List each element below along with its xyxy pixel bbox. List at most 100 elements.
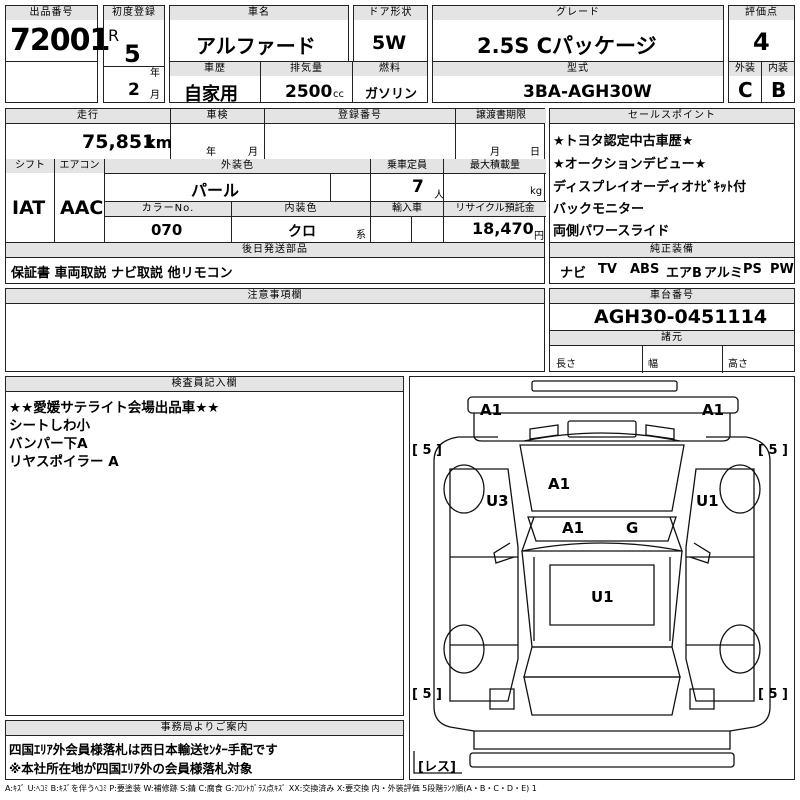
- sales-point: ★トヨタ認定中古車歴★: [553, 134, 694, 149]
- dimension-height: 高さ: [728, 359, 748, 370]
- spare-tire: [レス]: [418, 760, 456, 775]
- int-color-label: 内装色: [232, 202, 370, 216]
- displacement-label: 排気量: [261, 62, 352, 76]
- legend: A:ｷｽﾞ U:ﾍｺﾐ B:ｷｽﾞを伴うﾍｺﾐ P:要塗装 W:補修跡 S:錆 …: [5, 784, 537, 793]
- first-registration-box: 初度登録 R 5 年 2 月: [103, 5, 165, 103]
- color-no-label: カラーNo.: [105, 202, 231, 216]
- later-parts: 保証書 車両取説 ナビ取説 他リモコン: [11, 266, 233, 281]
- lot-blank-box: [5, 61, 98, 103]
- lot-number-box: 出品番号 72001: [5, 5, 110, 62]
- registration-number-label: 登録番号: [265, 109, 455, 123]
- transfer-month-unit: 月: [490, 147, 500, 158]
- score: 4: [753, 28, 770, 56]
- mark-roof: U1: [591, 588, 614, 606]
- door-type: 5W: [372, 32, 407, 54]
- interior-grade-label: 内装: [762, 62, 794, 76]
- inspector-note: リヤスポイラー A: [9, 454, 119, 470]
- car-name-box: 車名 アルファード: [169, 5, 349, 62]
- exterior-grade-label: 外装: [729, 62, 761, 76]
- sales-points-box: セールスポイント ★トヨタ認定中古車歴★ ★オークションデビュー★ ディスプレイ…: [549, 108, 795, 284]
- transfer-day-unit: 日: [530, 147, 540, 158]
- aircon-label: エアコン: [55, 159, 104, 173]
- lot-number: 72001: [10, 23, 110, 58]
- mark-hood: A1: [548, 475, 570, 493]
- car-outline: [413, 380, 771, 774]
- mark-front-right: A1: [702, 401, 724, 419]
- fuel-box: 燃料 ガソリン: [352, 61, 428, 103]
- door-type-label: ドア形状: [354, 6, 427, 20]
- aircon: AAC: [60, 197, 104, 219]
- inspection-month-unit: 月: [248, 147, 258, 158]
- office-notes-label: 事務局よりご案内: [6, 721, 403, 735]
- inspection-label: 車検: [171, 109, 264, 123]
- grade: 2.5S Cパッケージ: [477, 34, 657, 58]
- month-unit: 月: [150, 90, 160, 101]
- color-no: 070: [151, 221, 183, 239]
- dimensions-label: 諸元: [550, 331, 794, 345]
- recycle-label: リサイクル預託金: [444, 202, 546, 216]
- registration-year: 5: [124, 40, 141, 68]
- dimension-length: 長さ: [556, 359, 576, 370]
- fuel: ガソリン: [365, 87, 418, 102]
- inspector-note: ★★愛媛サテライト会場出品車★★: [9, 400, 220, 416]
- sales-point: 両側パワースライド: [553, 224, 670, 239]
- mark-left-side: U3: [486, 492, 509, 510]
- genuine-equipment-item: ナビ: [560, 266, 587, 281]
- chassis-box: 車台番号 AGH30-0451114 諸元 長さ 幅 高さ: [549, 288, 795, 373]
- tire-rear-left: [ 5 ]: [412, 687, 442, 702]
- tire-rear-right: [ 5 ]: [758, 687, 788, 702]
- model: 3BA-AGH30W: [523, 82, 652, 102]
- tire-front-right: [ 5 ]: [758, 443, 788, 458]
- genuine-equipment-item: PS: [743, 262, 762, 277]
- displacement-unit: cc: [333, 89, 344, 100]
- details-block: 走行 車検 登録番号 譲渡書期限 75,851 km 年 月 月 日 シフト エ…: [5, 108, 546, 284]
- model-box: 型式 3BA-AGH30W: [432, 61, 724, 103]
- genuine-equipment-label: 純正装備: [550, 243, 794, 257]
- registration-month: 2: [128, 80, 140, 100]
- displacement: 2500: [285, 82, 333, 102]
- genuine-equipment-item: エアB: [666, 266, 702, 281]
- capacity-unit: 人: [434, 190, 444, 201]
- sales-point: ★オークションデビュー★: [553, 157, 707, 172]
- office-note: 四国ｴﾘｱ外会員様落札は西日本輸送ｾﾝﾀｰ手配です: [9, 742, 278, 757]
- genuine-equipment-item: TV: [598, 262, 617, 277]
- sales-points-label: セールスポイント: [550, 109, 794, 123]
- office-note: ※本社所在地が四国ｴﾘｱ外の会員様落札対象: [9, 761, 253, 776]
- genuine-equipment-item: ABS: [630, 262, 660, 277]
- mark-windshield: A1: [562, 519, 584, 537]
- first-registration-label: 初度登録: [104, 6, 164, 20]
- model-label: 型式: [433, 62, 723, 76]
- mileage: 75,851: [82, 131, 156, 153]
- car-diagram-box: A1 A1 A1 U3 U1 A1 G U1 [ 5 ] [ 5 ] [ 5 ]…: [409, 376, 795, 780]
- fuel-label: 燃料: [353, 62, 427, 76]
- inspector-note: シートしわ小: [9, 418, 90, 434]
- max-load-unit: kg: [530, 186, 543, 197]
- sales-point: バックモニター: [553, 202, 645, 217]
- import-label: 輸入車: [371, 202, 443, 216]
- displacement-box: 排気量 2500 cc: [260, 61, 353, 103]
- genuine-equipment-item: PW: [770, 262, 794, 277]
- chassis-number: AGH30-0451114: [594, 306, 768, 328]
- history-box: 車歴 自家用: [169, 61, 261, 105]
- genuine-equipment-item: アルミ: [704, 266, 743, 281]
- inspection-year-unit: 年: [206, 147, 216, 158]
- capacity-label: 乗車定員: [371, 159, 443, 173]
- mileage-label: 走行: [6, 109, 170, 123]
- door-type-box: ドア形状 5W: [353, 5, 428, 62]
- chassis-number-label: 車台番号: [550, 289, 794, 303]
- ext-color: パール: [191, 181, 240, 200]
- score-box: 評価点 4: [728, 5, 795, 62]
- inspector-notes-box: 検査員記入欄 ★★愛媛サテライト会場出品車★★ シートしわ小 バンパー下A リヤ…: [5, 376, 404, 716]
- year-unit: 年: [150, 68, 160, 79]
- mark-windshield-g: G: [626, 519, 638, 537]
- int-color: クロ: [288, 224, 316, 240]
- ext-color-label: 外装色: [105, 159, 370, 173]
- later-parts-label: 後日発送部品: [6, 243, 544, 257]
- era-letter: R: [108, 26, 120, 45]
- inspector-note: バンパー下A: [9, 436, 88, 452]
- office-notes-box: 事務局よりご案内 四国ｴﾘｱ外会員様落札は西日本輸送ｾﾝﾀｰ手配です ※本社所在…: [5, 720, 404, 780]
- dimension-width: 幅: [648, 359, 658, 370]
- capacity: 7: [412, 177, 424, 197]
- inspector-notes-label: 検査員記入欄: [6, 377, 403, 391]
